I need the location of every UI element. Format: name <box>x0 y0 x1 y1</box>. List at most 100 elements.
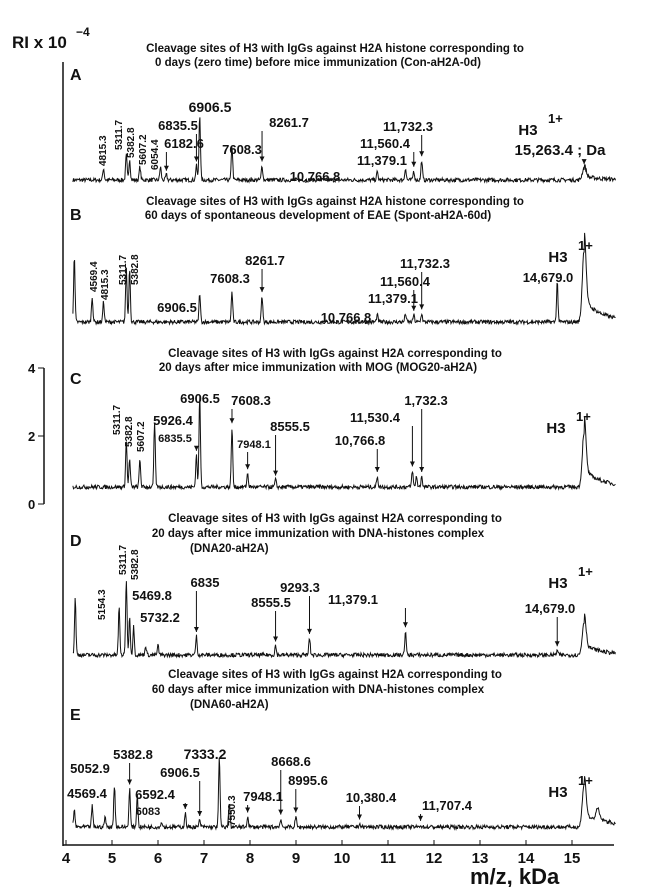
peak-label: 6083 <box>136 806 160 818</box>
panel-letter-B: B <box>70 207 82 224</box>
peak-label: 4815.3 <box>100 269 111 300</box>
peak-label: 8555.5 <box>270 419 310 434</box>
scale-bar-label: 2 <box>28 429 35 444</box>
peak-label: 4569.4 <box>89 261 100 292</box>
x-tick-label: 8 <box>246 850 254 867</box>
peak-label: 6906.5 <box>189 99 232 115</box>
peak-label: 14,679.0 <box>525 601 576 616</box>
x-tick-label: 7 <box>200 850 208 867</box>
peak-arrowhead <box>409 461 415 467</box>
peak-arrowhead <box>419 466 425 472</box>
peak-arrowhead <box>245 807 251 813</box>
h3-label: H3 <box>548 575 567 592</box>
panel-title-line: (DNA20-aH2A) <box>190 543 269 555</box>
peak-label: 8668.6 <box>271 754 311 769</box>
peak-label: 7608.3 <box>222 142 262 157</box>
peak-arrowhead <box>306 628 312 634</box>
panel-title-line: 60 days after mice immunization with DNA… <box>152 684 485 696</box>
peak-label: 10,380.4 <box>346 790 397 805</box>
peak-arrowhead <box>293 807 299 813</box>
peak-label: 11,560.4 <box>360 136 411 151</box>
peak-label: 11,707.4 <box>422 798 473 813</box>
x-tick-label: 12 <box>426 850 443 867</box>
x-tick-label: 6 <box>154 850 162 867</box>
panel-letter-E: E <box>70 707 81 724</box>
peak-arrowhead <box>374 466 380 472</box>
peak-label: 11,732.3 <box>383 119 433 134</box>
peak-label: 11,379.1 <box>357 153 407 168</box>
peak-label: 6835 <box>191 575 220 590</box>
peak-arrowhead <box>229 418 235 424</box>
panel-title-line: 0 days (zero time) before mice immunizat… <box>155 57 481 69</box>
peak-arrowhead <box>193 156 199 162</box>
peak-label: 7608.3 <box>231 393 271 408</box>
spectrum-trace-B <box>72 232 616 326</box>
peak-label: 10,766.8 <box>321 310 372 325</box>
peak-arrowhead <box>411 305 417 311</box>
peak-arrowhead <box>419 304 425 310</box>
peak-arrowhead <box>182 804 188 809</box>
panel-title-line: Cleavage sites of H3 with IgGs against H… <box>168 669 502 681</box>
peak-label: 5311.7 <box>114 120 125 150</box>
h3-label: H3 <box>548 249 567 266</box>
peak-label: 7550.3 <box>227 795 238 826</box>
peak-label: 8995.6 <box>288 773 328 788</box>
peak-label: 5382.8 <box>124 416 135 447</box>
peak-arrowhead <box>418 815 424 821</box>
x-tick-label: 14 <box>518 850 535 867</box>
panel-title-line: 20 days after mice immunization with MOG… <box>159 362 477 374</box>
y-axis-label: RI x 10 <box>12 33 67 52</box>
peak-label: 5382.8 <box>113 747 153 762</box>
peak-label: 9293.3 <box>280 580 320 595</box>
peak-label: 14,679.0 <box>523 270 574 285</box>
peak-label: 7948.1 <box>243 789 283 804</box>
peak-label: 6592.4 <box>135 787 176 802</box>
h3-label: H3 <box>548 784 567 801</box>
peak-label: 10,766.8 <box>335 433 386 448</box>
peak-arrowhead <box>245 464 251 470</box>
panel-title-line: (DNA60-aH2A) <box>190 699 269 711</box>
peak-label: 8261.7 <box>245 253 285 268</box>
peak-label: 5382.8 <box>126 127 137 158</box>
peak-arrowhead <box>402 622 408 628</box>
panel-letter-C: C <box>70 371 82 388</box>
peak-arrowhead <box>273 470 279 476</box>
x-tick-label: 15 <box>564 850 581 867</box>
peak-label: 8555.5 <box>251 595 291 610</box>
peak-arrowhead <box>163 165 169 171</box>
peak-label: 6835.5 <box>158 118 198 133</box>
peak-label: 5311.7 <box>112 405 123 435</box>
y-axis-exponent: −4 <box>76 25 90 39</box>
h3-label: H3 <box>546 420 565 437</box>
panel-letter-D: D <box>70 533 82 550</box>
peak-label: 11,379.1 <box>328 592 378 607</box>
h3-charge: 1+ <box>576 409 591 424</box>
scale-bar-label: 4 <box>28 361 36 376</box>
peak-arrowhead <box>581 159 587 165</box>
spectrum-trace-D <box>72 581 616 659</box>
peak-arrowhead <box>419 151 425 157</box>
peak-arrowhead <box>259 156 265 162</box>
x-tick-label: 11 <box>380 850 396 867</box>
x-tick-label: 4 <box>62 850 71 867</box>
h3-charge: 1+ <box>578 564 593 579</box>
peak-label: 7948.1 <box>237 439 271 451</box>
peak-label: 8261.7 <box>269 115 309 130</box>
peak-label: 6906.5 <box>180 391 220 406</box>
peak-label: 11,530.4 <box>350 410 401 425</box>
spectrum-trace-C <box>72 395 616 491</box>
h3-charge: 1+ <box>548 111 563 126</box>
peak-label: 11,560.4 <box>380 274 431 289</box>
spectrum-trace-A <box>72 117 616 184</box>
peak-label: 5311.7 <box>118 255 129 285</box>
peak-label: 5607.2 <box>136 421 147 452</box>
peak-label: 5052.9 <box>70 761 110 776</box>
peak-label: 5311.7 <box>118 545 129 575</box>
h3-mass: 15,263.4 ; Da <box>515 142 607 159</box>
x-axis-label: m/z, kDa <box>470 864 560 887</box>
peak-arrowhead <box>356 814 362 820</box>
x-tick-label: 9 <box>292 850 300 867</box>
panel-title-line: Cleavage sites of H3 with IgGs against H… <box>146 43 524 55</box>
panel-title-line: 60 days of spontaneous development of EA… <box>145 210 491 222</box>
